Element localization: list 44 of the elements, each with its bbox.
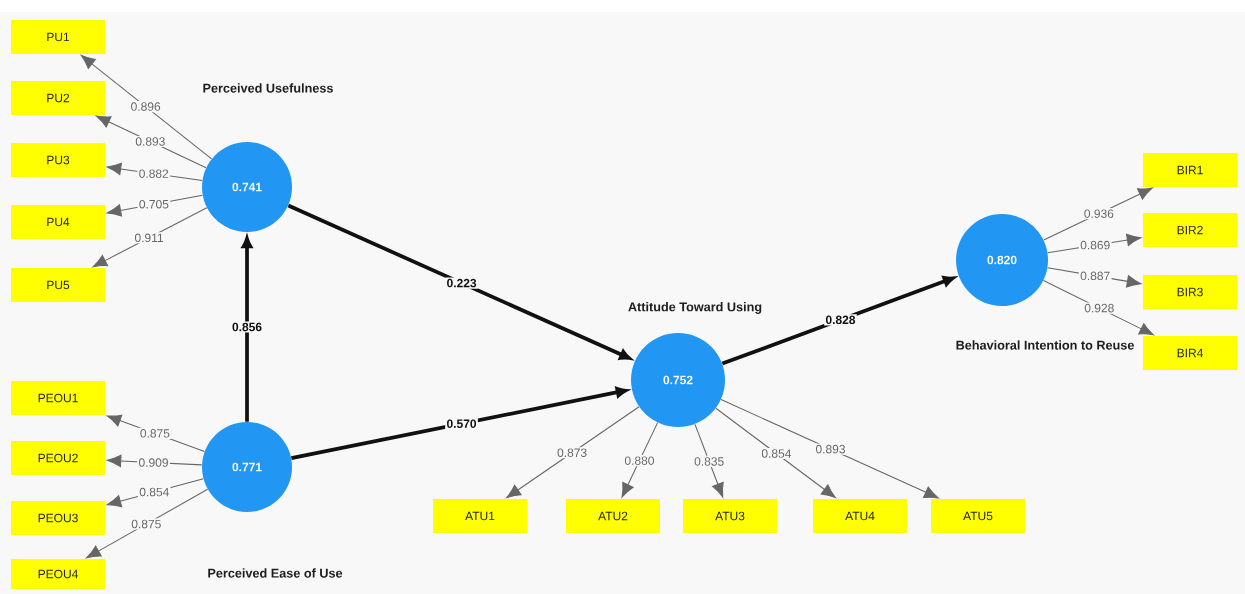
indicator-box: PU4 — [11, 205, 105, 239]
indicator-box: BIR3 — [1143, 275, 1237, 309]
arrow — [95, 115, 207, 169]
edge-label: 0.928 — [1082, 302, 1116, 314]
edge-label: 0.936 — [1082, 208, 1116, 220]
indicator-box: PU3 — [11, 143, 105, 177]
edge-label: 0.875 — [129, 518, 163, 530]
indicator-box: ATU5 — [931, 499, 1025, 533]
indicator-box: PU5 — [11, 268, 105, 302]
indicator-box: PEOU2 — [11, 441, 105, 475]
arrow — [694, 423, 724, 498]
edge-label: 0.882 — [137, 168, 171, 180]
indicator-box: BIR1 — [1143, 153, 1237, 187]
arrow — [80, 54, 213, 160]
indicator-box: BIR4 — [1143, 336, 1237, 370]
indicator-box: PU1 — [11, 20, 105, 54]
indicator-box: ATU1 — [433, 499, 527, 533]
indicator-box: PEOU1 — [11, 381, 105, 415]
arrow — [715, 407, 836, 499]
arrow — [86, 488, 209, 559]
construct-label: Behavioral Intention to Reuse — [956, 340, 1134, 350]
construct-label: Perceived Ease of Use — [208, 568, 343, 578]
edge-label: 0.869 — [1078, 239, 1112, 251]
edge-label: 0.880 — [623, 455, 656, 467]
indicator-box: PU2 — [11, 81, 105, 115]
indicator-box: ATU3 — [683, 499, 777, 533]
arrow — [720, 398, 939, 499]
arrow — [1043, 187, 1153, 241]
indicator-box: PEOU4 — [11, 559, 105, 589]
edge-label: 0.887 — [1078, 270, 1112, 282]
indicator-box: ATU2 — [566, 499, 660, 533]
construct-label: Perceived Usefulness — [203, 83, 333, 93]
indicator-box: BIR2 — [1143, 213, 1237, 247]
arrow — [1042, 279, 1154, 336]
edge-label: 0.875 — [138, 427, 172, 439]
edge-label: 0.911 — [133, 232, 165, 244]
arrow — [92, 207, 208, 268]
indicator-box: PEOU3 — [11, 501, 105, 535]
edge-label: 0.856 — [230, 321, 264, 333]
edge-label: 0.854 — [137, 486, 171, 498]
edge-label: 0.705 — [137, 198, 171, 210]
arrow — [621, 422, 659, 498]
indicator-box: ATU4 — [813, 499, 907, 533]
edge-label: 0.893 — [814, 443, 847, 455]
